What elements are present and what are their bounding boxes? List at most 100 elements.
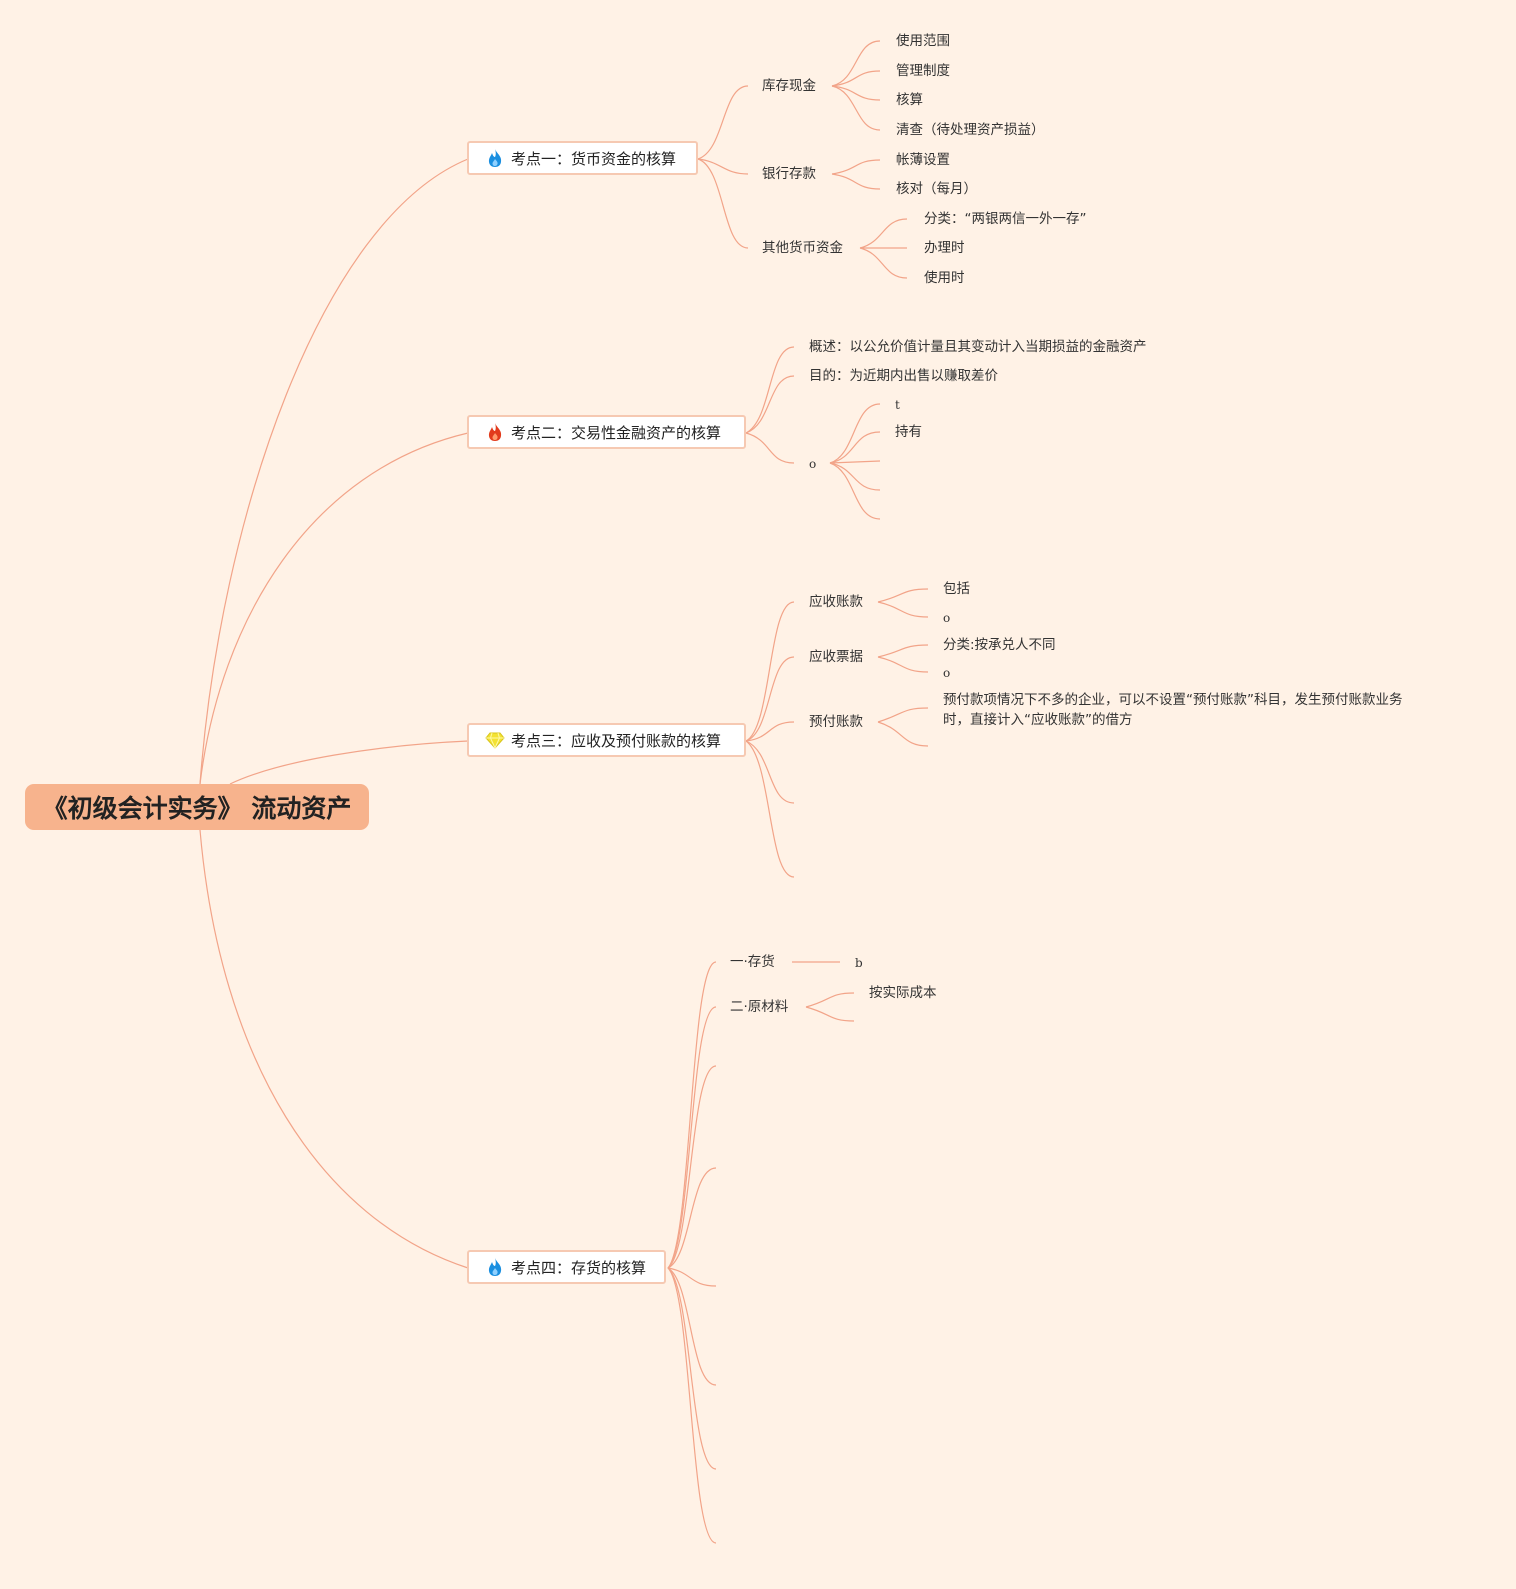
link-t3-5 [745, 740, 795, 878]
topic-inventory[interactable]: 考点四：存货的核算 [467, 1250, 666, 1284]
link-t1-other [697, 158, 749, 249]
node-label: o [809, 457, 817, 471]
node-label: 目的：为近期内出售以赚取差价 [809, 368, 998, 384]
link-notes-c2 [877, 656, 929, 673]
node-o[interactable]: o [943, 609, 950, 627]
link-t1-bank [697, 158, 749, 175]
node-label: 包括 [943, 581, 970, 597]
node-holding[interactable]: 持有 [895, 423, 922, 441]
red-flame-icon [485, 422, 505, 442]
blue-flame-icon [485, 148, 505, 168]
link-cash-c4 [831, 85, 881, 131]
node-inventory[interactable]: 一·存货 [730, 953, 775, 971]
yellow-gem-icon [485, 730, 505, 750]
link-t4-6 [667, 1267, 717, 1386]
node-label: 银行存款 [762, 166, 816, 182]
node-includes[interactable]: 包括 [943, 580, 970, 598]
node-o[interactable]: o [809, 455, 816, 473]
link-root-topic1 [199, 158, 469, 785]
link-cash-c3 [831, 85, 881, 101]
link-bank-c1 [831, 159, 881, 175]
node-classification[interactable]: 分类：“两银两信一外一存” [924, 210, 1087, 228]
link-other-c3 [859, 247, 908, 279]
root-topic-label: 《初级会计实务》 流动资产 [42, 794, 352, 823]
link-t3-receivable [745, 601, 795, 742]
node-other-funds[interactable]: 其他货币资金 [762, 239, 843, 257]
node-when-handling[interactable]: 办理时 [924, 239, 965, 257]
link-prepaid-c1 [877, 707, 929, 723]
node-raw-materials[interactable]: 二·原材料 [730, 998, 788, 1016]
node-accounts-receivable[interactable]: 应收账款 [809, 593, 863, 611]
link-root-topic4 [199, 829, 469, 1269]
node-management[interactable]: 管理制度 [896, 62, 950, 80]
node-inventory-check[interactable]: 清查（待处理资产损益） [896, 121, 1045, 139]
root-topic[interactable]: 《初级会计实务》 流动资产 [25, 784, 369, 830]
link-notes-c1 [877, 644, 929, 658]
link-o-5 [829, 462, 881, 520]
link-t4-1 [667, 961, 717, 1269]
node-scope[interactable]: 使用范围 [896, 32, 950, 50]
link-rec-c2 [877, 601, 929, 618]
node-o[interactable]: o [943, 664, 950, 682]
node-notes-receivable[interactable]: 应收票据 [809, 648, 863, 666]
node-label: 清查（待处理资产损益） [896, 122, 1045, 138]
link-other-c1 [859, 218, 908, 249]
link-prepaid-c2 [877, 721, 929, 747]
node-label: 应收票据 [809, 649, 863, 665]
node-label: 按实际成本 [869, 985, 937, 1001]
link-o-t [829, 403, 881, 464]
link-rec-c1 [877, 588, 929, 603]
node-accounting[interactable]: 核算 [896, 91, 923, 109]
node-prepayments[interactable]: 预付账款 [809, 713, 863, 731]
blue-flame-icon [485, 1257, 505, 1277]
topic-label: 考点四：存货的核算 [511, 1258, 647, 1277]
node-cash-on-hand[interactable]: 库存现金 [762, 77, 816, 95]
link-t2-purpose [745, 375, 795, 434]
node-bank-deposit[interactable]: 银行存款 [762, 165, 816, 183]
topic-label: 考点三：应收及预付账款的核算 [511, 731, 722, 750]
link-o-4 [829, 462, 881, 491]
topic-label: 考点一：货币资金的核算 [511, 149, 677, 168]
link-t3-prepaid [745, 721, 795, 742]
node-label: 其他货币资金 [762, 240, 843, 256]
node-label: b [855, 956, 863, 970]
node-label: 管理制度 [896, 63, 950, 79]
link-t2-overview [745, 346, 795, 434]
link-t1-cash [697, 85, 749, 160]
link-bank-c2 [831, 173, 881, 190]
topic-monetary-funds[interactable]: 考点一：货币资金的核算 [467, 141, 698, 175]
node-label: 概述：以公允价值计量且其变动计入当期损益的金融资产 [809, 339, 1147, 355]
node-label: 使用范围 [896, 33, 950, 49]
link-root-topic3 [229, 740, 469, 785]
link-t2-o [745, 432, 795, 464]
node-overview[interactable]: 概述：以公允价值计量且其变动计入当期损益的金融资产 [809, 338, 1147, 356]
node-label: o [943, 666, 951, 680]
link-t4-8 [667, 1267, 717, 1544]
link-t3-notes [745, 656, 795, 742]
node-purpose[interactable]: 目的：为近期内出售以赚取差价 [809, 367, 998, 385]
node-label: 应收账款 [809, 594, 863, 610]
link-t4-2 [667, 1006, 717, 1269]
node-label: 分类：“两银两信一外一存” [924, 211, 1087, 227]
node-label: 预付款项情况下不多的企业，可以不设置“预付账款”科目，发生预付账款业务时，直接计… [943, 692, 1403, 728]
node-notes-classification[interactable]: 分类:按承兑人不同 [943, 636, 1056, 654]
node-when-using[interactable]: 使用时 [924, 269, 965, 287]
node-b[interactable]: b [855, 954, 863, 972]
link-cash-c2 [831, 70, 881, 87]
node-actual-cost[interactable]: 按实际成本 [869, 984, 937, 1002]
node-label: 库存现金 [762, 78, 816, 94]
node-prepayments-note[interactable]: 预付款项情况下不多的企业，可以不设置“预付账款”科目，发生预付账款业务时，直接计… [943, 690, 1421, 730]
node-label: 分类:按承兑人不同 [943, 637, 1056, 653]
node-ledger-setup[interactable]: 帐薄设置 [896, 151, 950, 169]
node-label: 预付账款 [809, 714, 863, 730]
node-t[interactable]: t [895, 396, 900, 414]
node-reconcile[interactable]: 核对（每月） [896, 180, 977, 198]
topic-receivables[interactable]: 考点三：应收及预付账款的核算 [467, 723, 746, 757]
topic-trading-assets[interactable]: 考点二：交易性金融资产的核算 [467, 415, 746, 449]
link-root-topic2 [199, 432, 469, 785]
link-cash-c1 [831, 40, 881, 87]
node-label: 使用时 [924, 270, 965, 286]
topic-label: 考点二：交易性金融资产的核算 [511, 423, 722, 442]
node-label: 一·存货 [730, 954, 775, 970]
